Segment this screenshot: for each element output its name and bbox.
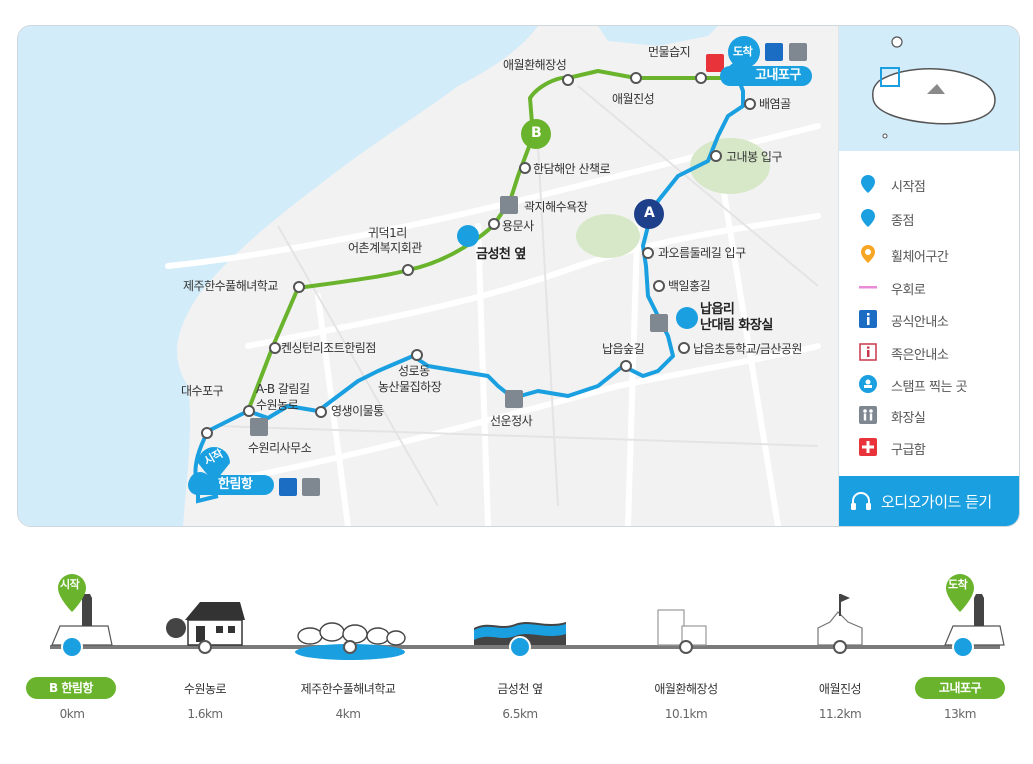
label-suwon-farm: 수원농로 [256, 398, 299, 412]
label-geumseong: 금성천 옆 [476, 247, 526, 262]
map-sidebar: 시작점 종점 휠체어구간 우회로 공식안내소 족은안내소 [838, 26, 1019, 526]
stamp-icon [859, 375, 877, 393]
audio-guide-label: 오디오가이드 듣기 [881, 493, 992, 511]
label-napeup-toilet2: 난대림 화장실 [700, 318, 773, 333]
stop-suwon-name: 수원농로 [183, 682, 227, 696]
label-gwaoreum: 과오름둘레길 입구 [658, 246, 746, 260]
timeline-start-tag: 시작 [60, 578, 80, 591]
legend-label: 족은안내소 [891, 348, 949, 363]
stop-aewol-fort-dist: 11.2km [818, 707, 862, 721]
minimap [839, 26, 1019, 151]
legend-item: 구급함 [857, 436, 1017, 458]
route-b-badge: B [531, 125, 542, 141]
label-gwideok2: 어촌계복지회관 [348, 241, 422, 255]
label-daesu: 대수포구 [181, 384, 224, 398]
label-gwideok1: 귀덕1리 [368, 226, 407, 240]
legend-item: 화장실 [857, 404, 1017, 426]
small-info-icon [859, 343, 877, 361]
timeline-graphic [50, 574, 1005, 660]
legend-label: 구급함 [891, 443, 926, 458]
legend-item: 공식안내소 [857, 308, 1017, 330]
trail-map: 먼물습지 애월환해장성 애월진성 배염골 고내봉 입구 한담해안 산책로 곽지해… [17, 25, 1020, 527]
start-pin-icon [861, 175, 875, 193]
label-gonaepo: 고내포구 [755, 68, 801, 83]
map-canvas [18, 26, 821, 526]
label-kensington: 켄싱턴리조트한림점 [281, 341, 376, 355]
stop-aewol-fort-name: 애월진성 [818, 682, 862, 696]
audio-guide-button[interactable]: 오디오가이드 듣기 [839, 476, 1019, 526]
legend-item: 휠체어구간 [857, 243, 1017, 265]
official-info-icon [859, 310, 877, 328]
restroom-icon [859, 406, 877, 424]
label-gwakji: 곽지해수욕장 [524, 200, 588, 214]
legend-label: 휠체어구간 [891, 250, 949, 265]
course-timeline: 시작 도착 B 한림항 0km 수원농로 1.6km 제주한수풀해녀학교 4km… [0, 560, 1033, 760]
label-napeupsup: 납읍숲길 [602, 342, 645, 356]
stop-haenyeo-name: 제주한수풀해녀학교 [300, 682, 396, 696]
stop-geumseong-dist: 6.5km [502, 707, 538, 721]
label-aewol-fort: 애월진성 [612, 92, 655, 106]
timeline-end-tag: 도착 [948, 578, 968, 591]
wheelchair-icon [861, 245, 875, 263]
label-gonaebong: 고내봉 입구 [726, 150, 783, 164]
legend-label: 스탬프 찍는 곳 [891, 380, 968, 395]
label-baegil: 백일홍길 [668, 279, 711, 293]
label-baeyeomgol: 배염골 [759, 97, 791, 111]
stop-aewol-beach-name: 애월환해장성 [654, 682, 718, 696]
stop-hallim-pill: B 한림항 [26, 677, 116, 699]
end-pin-icon [861, 209, 875, 227]
legend-item: 종점 [857, 207, 1017, 229]
stop-suwon-dist: 1.6km [187, 707, 223, 721]
legend-item: 우회로 [857, 276, 1017, 298]
detour-line-icon [859, 286, 877, 289]
label-seongrodong1: 성로동 [398, 364, 430, 378]
stop-geumseong-name: 금성천 옆 [497, 682, 543, 696]
stop-gonaepo-dist: 13km [944, 707, 976, 721]
label-suwon-office: 수원리사무소 [248, 441, 312, 455]
legend-label: 시작점 [891, 180, 926, 195]
first-aid-icon [859, 438, 877, 456]
label-aewol-beach: 애월환해장성 [503, 58, 567, 72]
label-haenyeo: 제주한수풀해녀학교 [183, 279, 278, 293]
label-handam: 한담해안 산책로 [533, 162, 611, 176]
legend-item: 스탬프 찍는 곳 [857, 373, 1017, 395]
label-hallim: 한림항 [218, 477, 253, 492]
stop-aewol-beach-dist: 10.1km [664, 707, 708, 721]
stop-gonaepo-pill: 고내포구 [915, 677, 1005, 699]
legend-item: 시작점 [857, 173, 1017, 195]
label-yeongsaeng: 영생이물통 [331, 404, 384, 418]
label-napeup-school: 납읍초등학교/금산공원 [693, 342, 802, 356]
stop-hallim-dist: 0km [59, 707, 85, 721]
legend-label: 화장실 [891, 411, 926, 426]
label-yongmunsa: 용문사 [502, 219, 534, 233]
label-napeup-toilet1: 납읍리 [700, 302, 735, 317]
end-tag: 도착 [733, 45, 753, 58]
stop-haenyeo-dist: 4km [335, 707, 361, 721]
label-ab-junction: A-B 갈림길 [256, 382, 310, 396]
legend-label: 우회로 [891, 283, 926, 298]
legend-item: 족은안내소 [857, 341, 1017, 363]
route-a-badge: A [644, 205, 655, 221]
headphones-icon [851, 492, 871, 510]
legend-label: 종점 [891, 214, 914, 229]
label-seongrodong2: 농산물집하장 [378, 380, 442, 394]
label-meonmul: 먼물습지 [648, 45, 691, 59]
label-seonun: 선운정사 [490, 414, 533, 428]
legend-label: 공식안내소 [891, 315, 949, 330]
